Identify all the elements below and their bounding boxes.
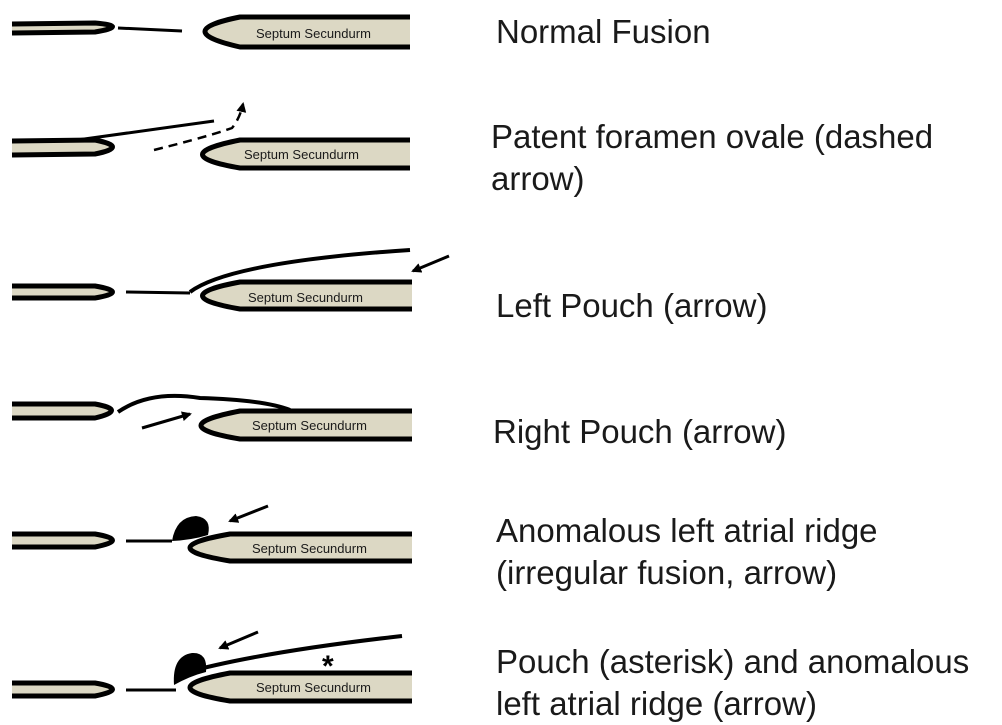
septum-secundum-label: Septum Secundurm	[252, 418, 367, 433]
description-normal-fusion: Normal Fusion	[496, 11, 711, 53]
description-patent-foramen-ovale: Patent foramen ovale (dashed arrow)	[491, 116, 933, 200]
septum-secundum-label: Septum Secundurm	[244, 147, 359, 162]
panel-anomalous-left-atrial-ridge: Septum Secundurm	[12, 506, 412, 561]
septum-secundum-label: Septum Secundurm	[252, 541, 367, 556]
description-right-pouch: Right Pouch (arrow)	[493, 411, 786, 453]
description-line: Pouch (asterisk) and anomalous	[496, 641, 969, 683]
septum-secundum-label: Septum Secundurm	[256, 26, 371, 41]
description-anomalous-left-atrial-ridge: Anomalous left atrial ridge (irregular f…	[496, 510, 878, 594]
asterisk-marker: *	[322, 650, 334, 683]
pouch-flap	[184, 636, 402, 673]
panel-pouch-and-ridge: * Septum Secundurm	[12, 632, 412, 701]
ridge-arrow	[230, 506, 268, 521]
ridge-arrow	[220, 632, 258, 648]
description-line: (irregular fusion, arrow)	[496, 552, 878, 594]
ridge-nodule	[172, 516, 209, 541]
description-line: left atrial ridge (arrow)	[496, 683, 969, 725]
description-pouch-and-ridge: Pouch (asterisk) and anomalous left atri…	[496, 641, 969, 725]
description-line: Normal Fusion	[496, 11, 711, 53]
description-line: arrow)	[491, 158, 933, 200]
pouch-arrow	[142, 414, 190, 428]
septum-secundum-label: Septum Secundurm	[248, 290, 363, 305]
description-line: Right Pouch (arrow)	[493, 411, 786, 453]
septum-primum	[12, 404, 112, 418]
septum-primum	[12, 23, 113, 33]
panel-patent-foramen-ovale: Septum Secundurm	[12, 104, 410, 168]
septum-primum	[12, 286, 113, 298]
septum-primum	[12, 534, 113, 547]
septum-primum	[12, 140, 113, 155]
fusion-line	[126, 292, 190, 293]
panel-left-pouch: Septum Secundurm	[12, 250, 449, 309]
pouch-arrow	[413, 256, 449, 271]
septum-secundum-label: Septum Secundurm	[256, 680, 371, 695]
fusion-line	[118, 28, 182, 31]
description-line: Anomalous left atrial ridge	[496, 510, 878, 552]
septum-primum	[12, 683, 113, 696]
description-line: Left Pouch (arrow)	[496, 285, 767, 327]
panel-right-pouch: Septum Secundurm	[12, 396, 412, 439]
description-left-pouch: Left Pouch (arrow)	[496, 285, 767, 327]
description-line: Patent foramen ovale (dashed	[491, 116, 933, 158]
septum-primum-flap	[70, 121, 214, 141]
panel-normal-fusion: Septum Secundurm	[12, 17, 410, 47]
